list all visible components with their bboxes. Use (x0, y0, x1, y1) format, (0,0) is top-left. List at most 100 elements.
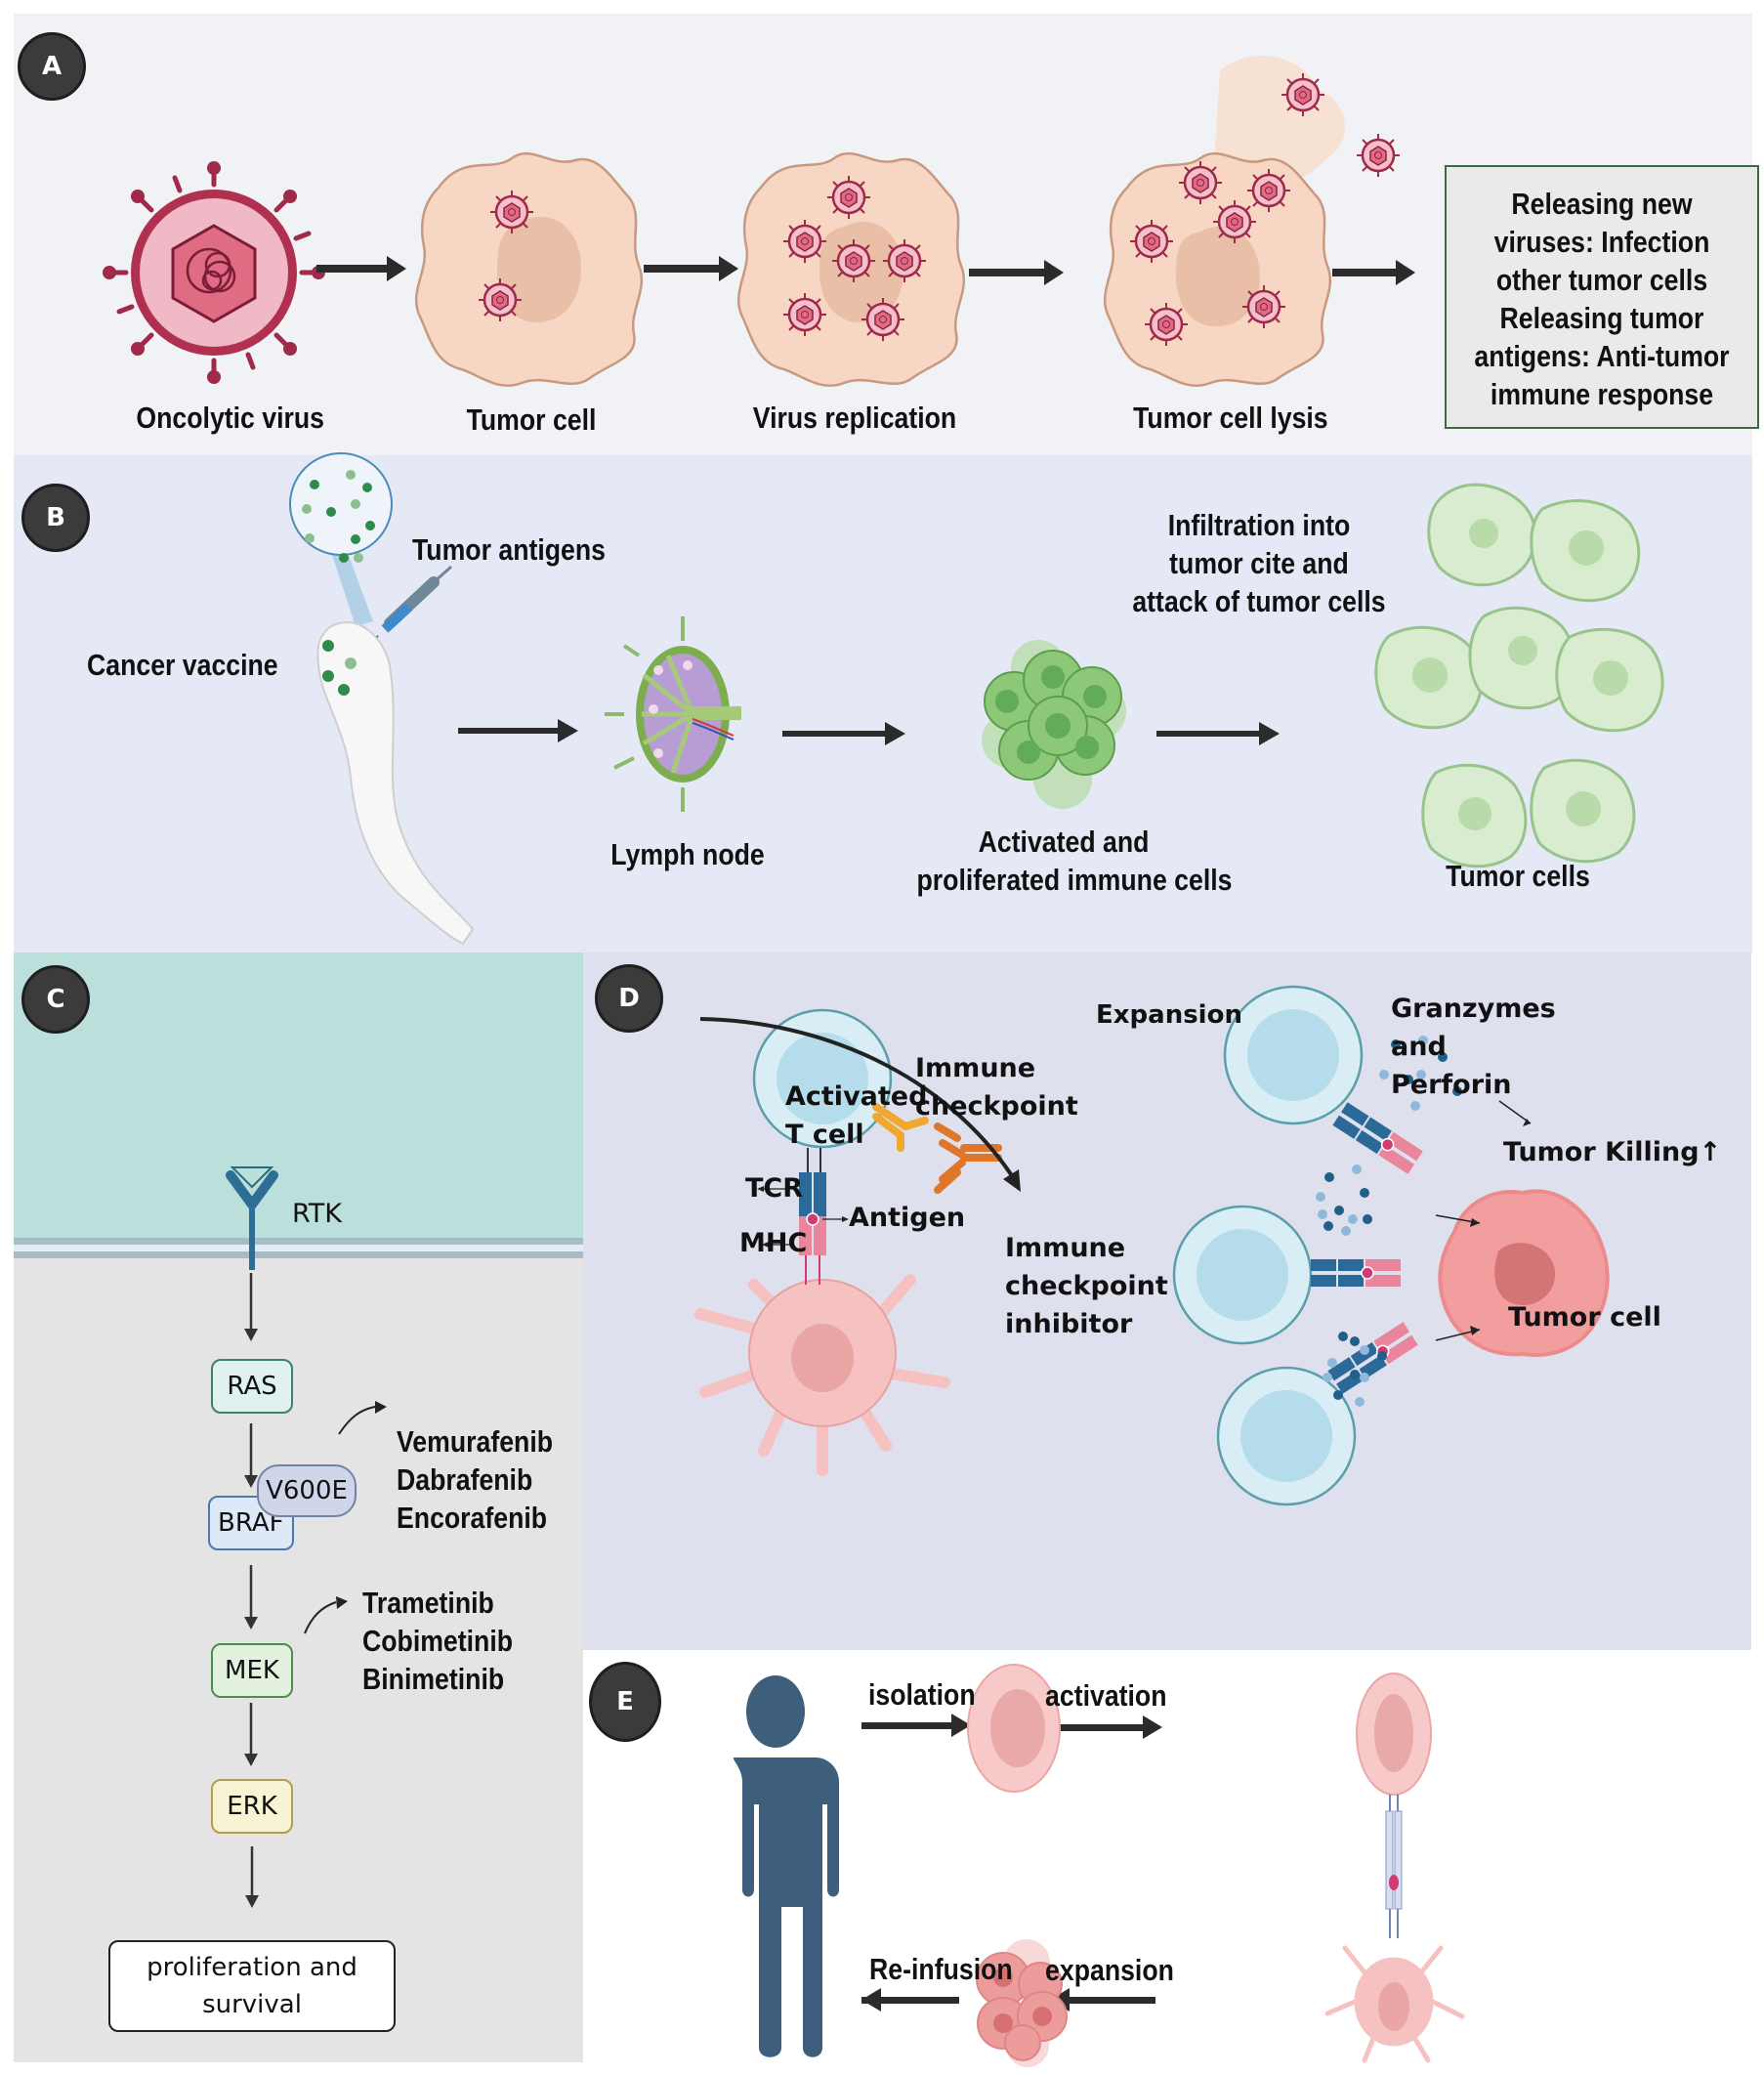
killing-arrows (1435, 1100, 1532, 1341)
expansion-arrow (699, 1017, 1015, 1179)
panel-a-illustration (103, 56, 1415, 388)
label-line: Granzymes (1391, 994, 1556, 1024)
tumor-cell-icon (1438, 1189, 1610, 1357)
pointer-arrows (757, 1186, 849, 1248)
label-lymph-node: Lymph node (610, 837, 765, 871)
panel-d-checkpoint-inhibition: D (583, 953, 1751, 1650)
panel-badge-c: C (21, 965, 90, 1034)
cell-membrane (14, 1238, 583, 1258)
label-tumor-killing: Tumor Killing↑ (1503, 1137, 1722, 1167)
panel-e-illustration (733, 1664, 1465, 2067)
antigen-bubble-icon (289, 452, 393, 626)
label-line: proliferated immune cells (916, 863, 1233, 897)
pathway-arrows (244, 1273, 259, 1908)
label-line: attack of tumor cells (1132, 584, 1386, 618)
panel-a-oncolytic-virus: A (14, 14, 1759, 455)
flow-arrows-a (316, 256, 1415, 285)
drug-binimetinib: Binimetinib (362, 1662, 505, 1696)
label-mhc: MHC (739, 1228, 808, 1258)
tcr-mhc-complex-icon (799, 1148, 826, 1285)
label-line: T cell (785, 1120, 864, 1150)
result-line: immune response (1490, 377, 1714, 411)
dendritic-cell-icon (694, 1274, 950, 1476)
tumor-cell-icon (414, 151, 644, 388)
panel-d-illustration (694, 985, 1610, 1506)
label-line: Activated and (978, 825, 1150, 859)
label-rtk: RTK (292, 1199, 342, 1229)
label-line: Immune (915, 1053, 1036, 1083)
panel-c-illustration (226, 1166, 387, 1908)
label-tumor-antigens: Tumor antigens (412, 532, 606, 567)
drug-encorafenib: Encorafenib (397, 1501, 548, 1535)
checkpoint-inhibitor-antibody-icon (934, 1122, 1002, 1194)
flow-arrows-b (458, 719, 1280, 745)
isolated-t-cell-icon (967, 1664, 1061, 1793)
panel-b-cancer-vaccine: B (14, 452, 1752, 953)
expanded-t-cells-icon (976, 1939, 1068, 2067)
person-icon (733, 1675, 839, 2057)
panel-e-act-workflow: E (583, 1650, 1764, 2075)
drug-vemurafenib: Vemurafenib (397, 1424, 554, 1459)
lymph-node-icon (605, 616, 741, 812)
node-ras: RAS (211, 1359, 293, 1414)
inhibitor-arrows (304, 1406, 376, 1634)
result-line: Releasing new (1511, 187, 1693, 221)
outcome-line: proliferation and (147, 1953, 357, 1982)
tcr-complex-middle (1310, 1258, 1402, 1288)
label-immune-checkpoint: Immune checkpoint (915, 1049, 1078, 1125)
oncolytic-virus-icon (103, 161, 325, 384)
effector-t-cell-middle (1172, 1205, 1313, 1345)
immune-cells-icon (982, 640, 1126, 809)
result-line: viruses: Infection (1493, 225, 1710, 259)
label-tumor-cell-lysis: Tumor cell lysis (1133, 401, 1328, 435)
tumor-cell-lysis-icon (1103, 56, 1402, 388)
label-oncolytic-virus: Oncolytic virus (136, 401, 325, 435)
syringe-icon (366, 565, 452, 647)
mek-inhibitor-list: Trametinib Cobimetinib Binimetinib (362, 1584, 513, 1698)
label-line: Infiltration into (1167, 508, 1351, 542)
label-tcr: TCR (745, 1173, 804, 1204)
result-box-text: Releasing new viruses: Infection other t… (1468, 185, 1735, 413)
label-virus-replication: Virus replication (752, 401, 957, 435)
virus-replication-icon (736, 151, 966, 388)
label-line: checkpoint (1005, 1271, 1168, 1301)
result-box: Releasing new viruses: Infection other t… (1445, 165, 1759, 429)
label-cancer-vaccine: Cancer vaccine (87, 648, 278, 682)
extracellular-space (14, 953, 583, 1238)
label-granzymes-perforin: Granzymes and Perforin (1391, 990, 1556, 1104)
label-immune-cells: Activated and proliferated immune cells (916, 823, 1233, 899)
label-expansion: expansion (1045, 1953, 1174, 1987)
panel-badge-e: E (589, 1662, 661, 1742)
tcr-complex-top (1331, 1101, 1424, 1175)
antigen-presenting-cell-icon (1324, 1945, 1465, 2063)
label-activated-t-cell: Activated T cell (785, 1078, 927, 1154)
outcome-line: survival (202, 1990, 302, 2019)
panel-badge-b: B (21, 484, 90, 552)
effector-t-cell-top (1223, 985, 1364, 1125)
label-isolation: isolation (868, 1677, 976, 1712)
label-line: checkpoint (915, 1091, 1078, 1122)
label-line: inhibitor (1005, 1309, 1133, 1339)
panel-badge-d: D (595, 964, 663, 1033)
arm-icon (316, 621, 475, 946)
tumor-cells-icon (1374, 483, 1664, 868)
immune-checkpoint-icon (872, 1103, 929, 1152)
outcome-box: proliferation and survival (108, 1940, 396, 2032)
node-erk: ERK (211, 1779, 293, 1834)
braf-inhibitor-list: Vemurafenib Dabrafenib Encorafenib (397, 1422, 553, 1537)
inhibitor-arrowhead (375, 1401, 387, 1414)
label-line: tumor cite and (1169, 546, 1349, 580)
inhibitor-arrowhead (336, 1596, 348, 1609)
label-tumor-cell: Tumor cell (1508, 1302, 1661, 1333)
label-line: Perforin (1391, 1070, 1512, 1100)
panel-badge-a: A (18, 32, 86, 101)
drug-dabrafenib: Dabrafenib (397, 1462, 533, 1497)
label-tumor-cells: Tumor cells (1446, 859, 1590, 893)
node-mek: MEK (211, 1643, 293, 1698)
expansion-arrowhead (1003, 1169, 1021, 1192)
effector-t-cell-bottom (1216, 1366, 1357, 1506)
label-reinfusion: Re-infusion (869, 1952, 1013, 1986)
label-tumor-cell: Tumor cell (466, 402, 597, 437)
label-expansion: Expansion (1096, 1000, 1242, 1030)
label-checkpoint-inhibitor: Immune checkpoint inhibitor (1005, 1229, 1168, 1343)
